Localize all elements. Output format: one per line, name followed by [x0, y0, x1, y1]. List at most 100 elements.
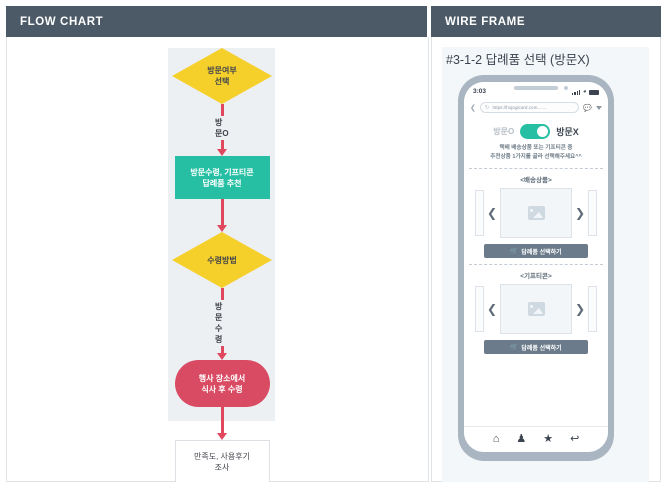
wire-frame-body: #3-1-2 답례품 선택 (방문X) 3:03 ◕ [431, 37, 661, 482]
chat-bubble-icon[interactable]: 💬 [583, 104, 592, 112]
carousel-peek-left [474, 190, 484, 236]
wire-frame-panel: WIRE FRAME #3-1-2 답례품 선택 (방문X) 3:03 [431, 6, 661, 482]
toggle-knob [537, 126, 549, 137]
flow-node-recommend-gift[interactable]: 방문수령, 기프티콘 답례품 추천 [174, 156, 270, 199]
phone-camera-dot [564, 86, 568, 90]
gifticon-image-placeholder[interactable] [500, 284, 572, 334]
page-content: 방문O 방문X 택배 배송상품 또는 기프티콘 중 추천상품 1가지를 골라 선… [464, 116, 608, 452]
node-line-1: 행사 장소에서 [198, 373, 246, 383]
flow-node-label: 수령방법 [207, 255, 237, 265]
status-time: 3:03 [473, 88, 487, 95]
chevron-left-icon[interactable]: ❮ [470, 104, 476, 112]
cta-label: 답례품 선택하기 [521, 345, 562, 352]
flow-node-label: 만족도, 사용후기 조사 [194, 451, 250, 473]
carousel-peek-right [588, 286, 598, 332]
instruction-line-1: 택배 배송상품 또는 기프티콘 중 [499, 145, 573, 151]
flow-arrow-4 [215, 407, 229, 440]
battery-icon [589, 89, 599, 95]
url-input[interactable]: ↻ https://hojogicard.com....... [479, 102, 580, 113]
chevron-right-icon[interactable]: ❯ [575, 206, 586, 220]
flow-node-label: 방문수령, 기프티콘 답례품 추천 [190, 167, 253, 189]
flow-arrow-1: 방문O [215, 104, 229, 156]
arrow-shaft [220, 407, 224, 434]
flow-arrow-label-3: 방문수령 [215, 302, 223, 344]
flow-chart-header: FLOW CHART [6, 6, 429, 37]
flow-arrow-2 [215, 199, 229, 232]
section-title: <배송상품> [520, 177, 552, 184]
phone-status-bar: 3:03 ◕ [464, 82, 608, 99]
image-placeholder-icon [527, 302, 545, 316]
instruction-line-2: 추천상품 1가지를 골라 선택해주세요^^ [490, 153, 582, 160]
home-icon[interactable]: ⌂ [492, 433, 500, 445]
product-carousel[interactable]: ❮ ❯ [464, 188, 608, 238]
node-line-2: 답례품 추천 [202, 178, 242, 188]
arrow-head [217, 149, 227, 156]
arrow-shaft [220, 140, 224, 150]
wire-frame-title: WIRE FRAME [445, 15, 526, 28]
carousel-peek-left [474, 286, 484, 332]
carousel-peek-right [588, 190, 598, 236]
flow-chart-panel: FLOW CHART 방문여부 선택 방문O [6, 6, 429, 482]
flow-arrow-3: 방문수령 [215, 288, 229, 360]
flow-chart-title: FLOW CHART [20, 15, 104, 28]
signal-bars-icon [572, 89, 581, 95]
flow-chart-diagram: 방문여부 선택 방문O 방문수령, 기프티콘 답례품 추천 [147, 48, 297, 482]
gifticon-carousel[interactable]: ❮ ❯ [464, 284, 608, 334]
phone-speaker-notch [514, 86, 558, 90]
wire-frame-header: WIRE FRAME [431, 6, 661, 37]
status-icon-group: ◕ [572, 89, 599, 95]
section-delivery-products: <배송상품> ❮ ❯ 🛒 [464, 169, 608, 264]
browser-url-bar[interactable]: ❮ ↻ https://hojogicard.com....... 💬 [464, 99, 608, 116]
image-placeholder-icon [527, 206, 545, 220]
flow-chart-body: 방문여부 선택 방문O 방문수령, 기프티콘 답례품 추천 [6, 37, 429, 482]
back-arrow-icon[interactable]: ↩ [570, 433, 580, 445]
flow-arrow-label-1: 방문O [215, 118, 229, 138]
arrow-head [217, 353, 227, 360]
chevron-left-icon[interactable]: ❮ [486, 206, 497, 220]
person-icon[interactable]: ♟ [516, 433, 527, 445]
divider [469, 168, 603, 169]
chevron-down-icon[interactable] [596, 105, 602, 110]
cart-icon: 🛒 [510, 344, 519, 351]
chevron-right-icon[interactable]: ❯ [575, 302, 586, 316]
bottom-navigation-bar: ⌂ ♟ ★ ↩ [464, 426, 608, 452]
product-image-placeholder[interactable] [500, 188, 572, 238]
select-gift-button-delivery[interactable]: 🛒 답례품 선택하기 [484, 244, 588, 258]
wireframe-screen-title: #3-1-2 답례품 선택 (방문X) [446, 53, 590, 67]
arrow-shaft [220, 288, 224, 300]
flow-node-label: 방문여부 선택 [207, 65, 236, 87]
arrow-shaft [220, 104, 224, 116]
toggle-label-off[interactable]: 방문O [493, 127, 515, 136]
node-line-1: 방문여부 [207, 66, 237, 75]
node-line-2: 선택 [214, 77, 230, 86]
visit-toggle-switch[interactable] [520, 124, 551, 139]
wifi-icon: ◕ [582, 88, 587, 95]
node-line-2: 조사 [214, 462, 230, 472]
refresh-icon[interactable]: ↻ [484, 104, 490, 111]
phone-screen: 3:03 ◕ ❮ ↻ [464, 82, 608, 452]
flow-node-onsite-pickup[interactable]: 행사 장소에서 식사 후 수령 [174, 360, 270, 407]
select-gift-button-gifticon[interactable]: 🛒 답례품 선택하기 [484, 340, 588, 354]
flow-node-survey[interactable]: 만족도, 사용후기 조사 [174, 440, 270, 482]
section-gifticon: <기프티콘> ❮ ❯ 🛒 [464, 265, 608, 360]
flow-node-decision-visit[interactable]: 방문여부 선택 [172, 48, 272, 104]
url-text: https://hojogicard.com....... [492, 105, 547, 110]
arrow-shaft [220, 199, 224, 226]
chevron-left-icon[interactable]: ❮ [486, 302, 497, 316]
node-line-1: 방문수령, 기프티콘 [190, 167, 254, 177]
flow-node-label: 행사 장소에서 식사 후 수령 [199, 373, 245, 395]
arrow-shaft [220, 346, 224, 354]
node-line-2: 식사 후 수령 [201, 384, 243, 394]
arrow-head [217, 225, 227, 232]
visit-toggle-row[interactable]: 방문O 방문X [464, 116, 608, 144]
node-line-1: 만족도, 사용후기 [194, 451, 250, 461]
cta-label: 답례품 선택하기 [521, 249, 562, 256]
section-title: <기프티콘> [520, 273, 552, 280]
cart-icon: 🛒 [510, 248, 519, 255]
star-icon[interactable]: ★ [543, 433, 554, 445]
phone-mockup: 3:03 ◕ ❮ ↻ [458, 75, 614, 461]
toggle-label-on[interactable]: 방문X [556, 127, 579, 137]
flow-node-decision-method[interactable]: 수령방법 [172, 232, 272, 288]
instruction-text: 택배 배송상품 또는 기프티콘 중 추천상품 1가지를 골라 선택해주세요^^ [464, 144, 608, 168]
